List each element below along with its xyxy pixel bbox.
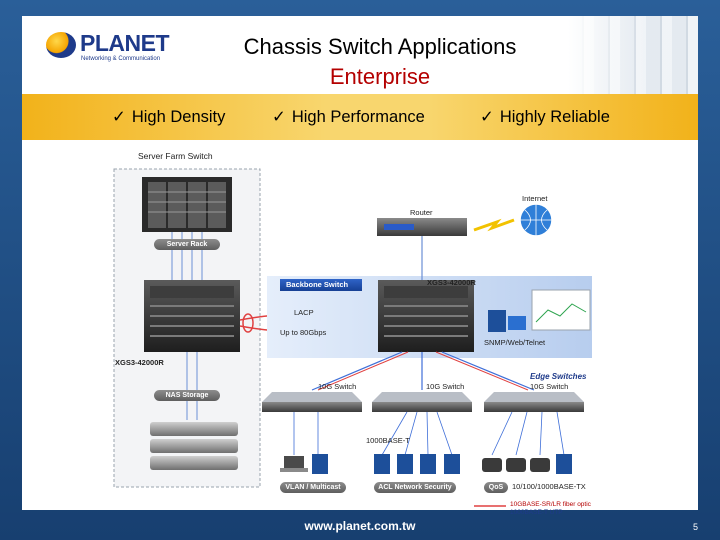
management-monitor-icon [508,316,526,330]
acl-tag: ACL Network Security [374,482,456,493]
edge-uplinks [311,351,535,391]
legend-fiber-label: 10GBASE-SR/LR fiber optic [510,501,591,508]
edge-switch-label: 10G Switch [426,382,465,391]
nas-uplinks [186,352,198,420]
speeds-label: 10/100/1000BASE-TX [512,482,586,491]
right-model-label: XGS3-42000R [427,278,476,287]
page-number: 5 [692,522,698,532]
slide-header: PLANET Networking & Communication Chassi… [22,16,698,94]
pc-icon [397,454,413,474]
feature-label: Highly Reliable [499,108,610,126]
copper-label: 1000BASE-T [366,436,410,445]
edge-switch-icon [484,392,584,412]
management-pc-icon [488,310,506,332]
background-fade [568,16,698,94]
check-icon: ✓ [112,108,126,126]
vlan-tag: VLAN / Multicast [280,482,346,493]
internet-label: Internet [522,194,548,203]
qos-tag: QoS [484,482,508,493]
feature-item: ✓ High Performance [272,107,425,127]
screenshot-graph [535,303,587,323]
ip-phone-icon [530,458,550,472]
globe-grid [520,204,552,236]
pc-icon [556,454,572,474]
pc-icon [420,454,436,474]
router-icon [377,218,467,236]
server-rack-tag: Server Rack [154,239,220,250]
pc-icon [374,454,390,474]
edge-switch-icon [372,392,472,412]
nas-storage-tag: NAS Storage [154,390,220,401]
slide-content: PLANET Networking & Communication Chassi… [22,16,698,516]
pc-icon [312,454,328,474]
feature-item: ✓ High Density [112,107,225,127]
check-icon: ✓ [272,108,286,126]
left-model-label: XGS3-42000R [115,358,164,367]
pc-icon [444,454,460,474]
router-label: Router [410,208,433,217]
laptop-icon [280,456,308,472]
backbone-switch-label: Backbone Switch [280,279,362,291]
server-farm-label: Server Farm Switch [138,151,213,161]
feature-item: ✓ Highly Reliable [480,107,610,127]
edge-fiber-uplinks [317,351,529,391]
left-chassis-switch-icon [144,280,240,352]
logo-wordmark: PLANET [80,30,170,56]
slide-subtitle: Enterprise [329,64,431,89]
right-chassis-switch-icon [378,280,474,352]
lacp-label: LACP [294,308,314,317]
edge-switch-label: 10G Switch [318,382,357,391]
feature-label: High Density [131,108,226,126]
diagram-graphics [113,168,592,507]
edge-switches-label: Edge Switches [530,372,587,381]
edge-switch-icon [262,392,362,412]
ip-phone-icon [482,458,502,472]
access-links [293,411,565,456]
check-icon: ✓ [480,108,494,126]
planet-logo: PLANET Networking & Communication [46,30,170,70]
slide-title: Chassis Switch Applications [243,34,517,59]
lacp-bundle-left [242,313,254,333]
footer-url: www.planet.com.tw [304,519,416,533]
logo-tagline: Networking & Communication [81,56,161,62]
globe-icon [46,32,76,58]
wan-link-icon [473,218,515,232]
rack-uplinks [171,232,203,280]
server-rack-icon [142,177,232,232]
legend-copper-label: 1000BASE-T UTP [510,509,563,516]
snmp-label: SNMP/Web/Telnet [484,338,546,347]
ip-phone-icon [506,458,526,472]
bandwidth-label: Up to 80Gbps [280,328,327,337]
feature-label: High Performance [291,108,425,126]
edge-switch-label: 10G Switch [530,382,569,391]
feature-band: ✓ High Density ✓ High Performance ✓ Highly … [22,94,698,140]
nas-storage-icon [150,422,238,470]
management-screenshot [531,289,591,331]
network-diagram: Server Farm Switch Server Rack XGS3-4200… [22,140,698,516]
